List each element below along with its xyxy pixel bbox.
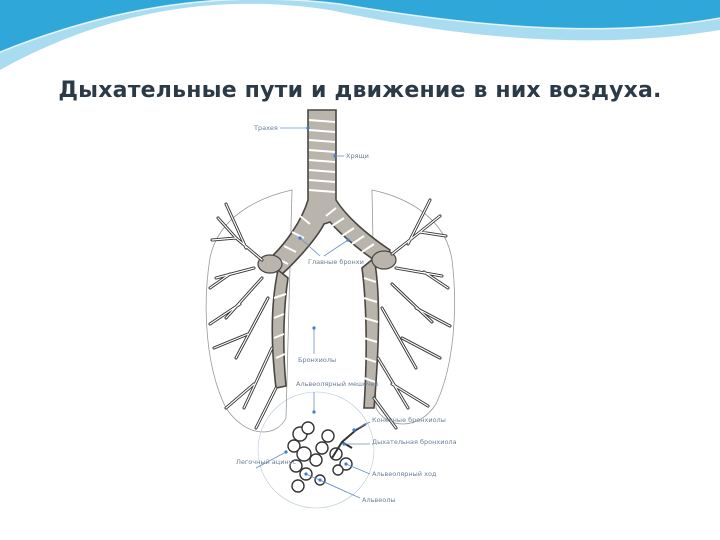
label-trachea: Трахея bbox=[253, 124, 310, 132]
respiratory-tract-diagram: Трахея Хрящи Главные бронхи Бронхиолы Ал… bbox=[205, 109, 457, 509]
acinus-magnifier-circle bbox=[257, 391, 375, 509]
label-bronchioles: Бронхиолы bbox=[298, 326, 336, 364]
slide-title: Дыхательные пути и движение в них воздух… bbox=[58, 78, 662, 103]
svg-text:Альвеолы: Альвеолы bbox=[362, 496, 396, 504]
svg-text:Хрящи: Хрящи bbox=[346, 152, 369, 160]
label-main-bronchi: Главные бронхи bbox=[298, 236, 364, 266]
label-alveolar-duct: Альвеолярный ход bbox=[344, 462, 437, 478]
label-respiratory-bronchiole: Дыхательная бронхиола bbox=[342, 438, 457, 446]
svg-text:Бронхиолы: Бронхиолы bbox=[298, 356, 336, 364]
label-alveolar-sac: Альвеолярный мешочек bbox=[296, 380, 379, 414]
svg-text:Дыхательная бронхиола: Дыхательная бронхиола bbox=[372, 438, 457, 446]
svg-text:Конечные бронхиолы: Конечные бронхиолы bbox=[372, 416, 446, 424]
right-lung-outline bbox=[371, 189, 455, 425]
svg-text:Легочный ацинус: Легочный ацинус bbox=[236, 458, 297, 466]
alveoli-cluster bbox=[287, 421, 367, 493]
label-terminal-bronchioles: Конечные бронхиолы bbox=[352, 416, 446, 432]
label-pulmonary-acinus: Легочный ацинус bbox=[236, 450, 297, 469]
svg-text:Трахея: Трахея bbox=[253, 124, 278, 132]
bronchiole-tree bbox=[208, 198, 452, 430]
trachea-and-main-bronchi bbox=[257, 109, 397, 409]
svg-text:Альвеолярный ход: Альвеолярный ход bbox=[372, 470, 437, 478]
label-cartilage: Хрящи bbox=[333, 152, 369, 160]
header-wave-decoration bbox=[0, 0, 720, 70]
svg-text:Главные бронхи: Главные бронхи bbox=[308, 258, 364, 266]
svg-text:Альвеолярный мешочек: Альвеолярный мешочек bbox=[296, 380, 379, 388]
label-alveoli: Альвеолы bbox=[304, 472, 396, 504]
